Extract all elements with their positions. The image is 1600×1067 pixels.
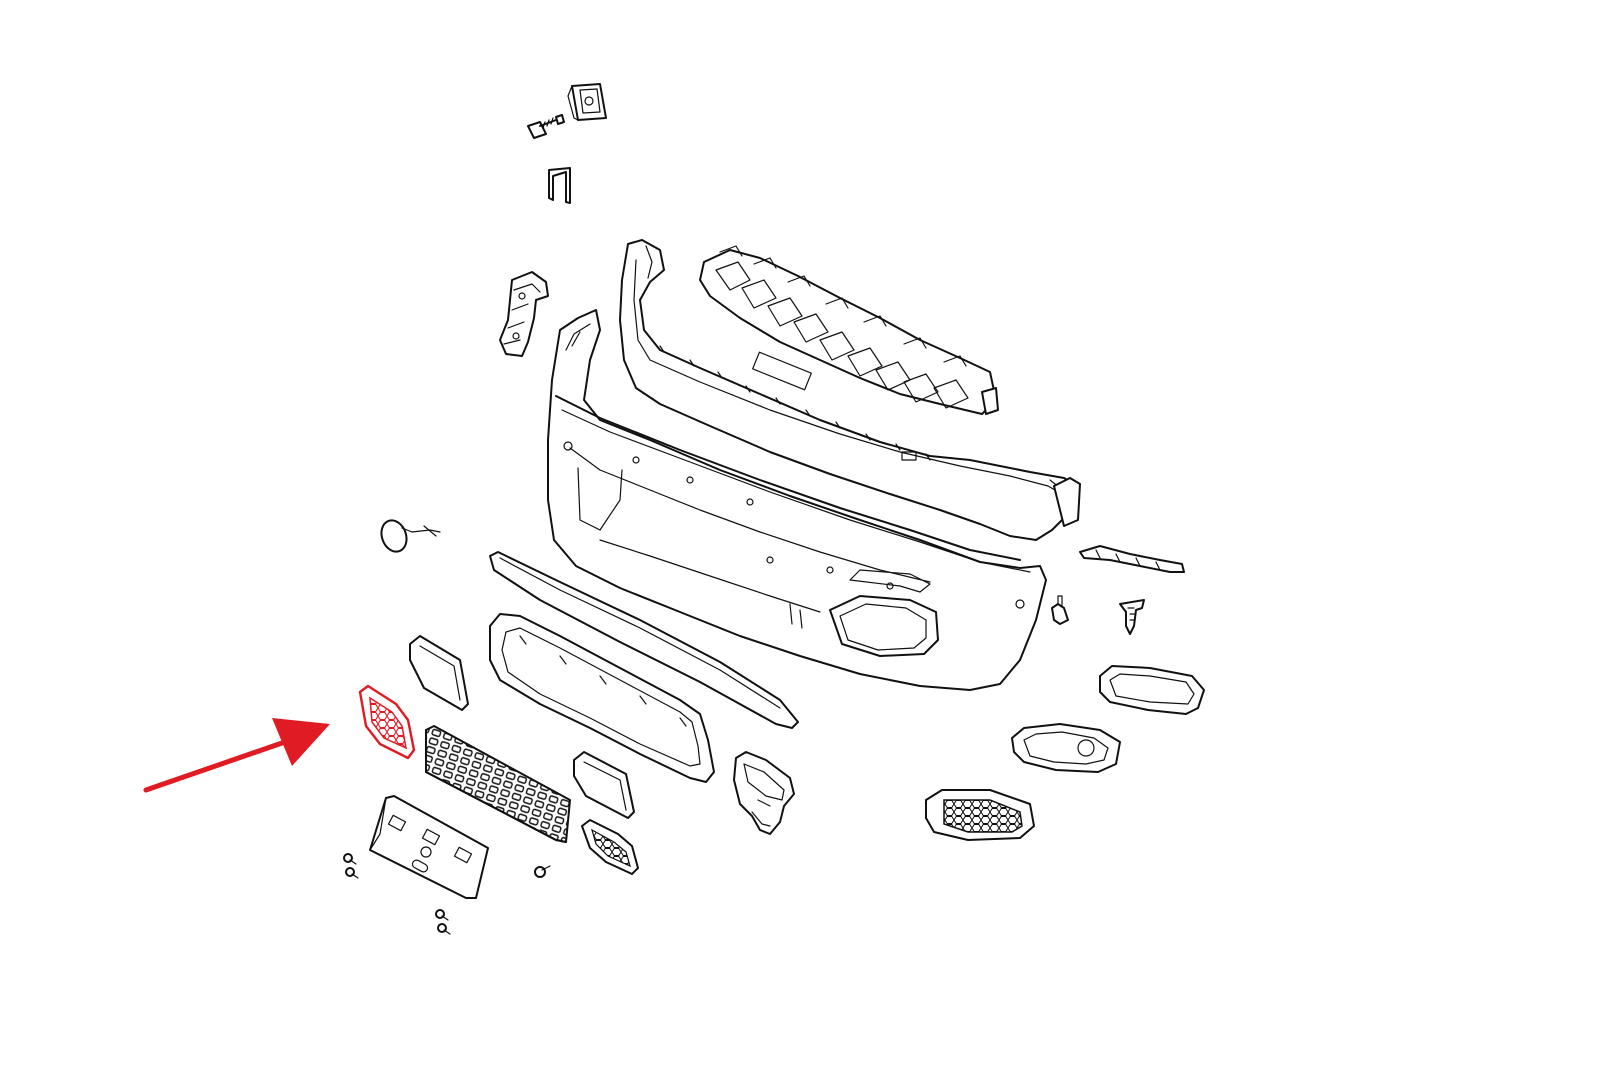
screw bbox=[437, 923, 451, 935]
side-retainer-bracket bbox=[1079, 545, 1185, 573]
upper-fascia-reinforcement bbox=[619, 239, 1081, 541]
lower-grille-surround bbox=[489, 613, 715, 783]
push-pin-left bbox=[1051, 595, 1069, 625]
fog-lamp-grille-left-highlighted[interactable] bbox=[358, 684, 416, 760]
screw bbox=[343, 853, 357, 865]
center-grille-mesh bbox=[425, 725, 571, 843]
screws bbox=[343, 853, 551, 935]
lower-molding-strip bbox=[489, 551, 799, 729]
fog-lamp-bezel-right-upper bbox=[1099, 665, 1205, 715]
screw bbox=[435, 909, 449, 921]
bolt bbox=[527, 114, 565, 139]
energy-absorber bbox=[699, 245, 999, 415]
license-plate-bracket bbox=[369, 795, 489, 899]
red-arrow-pointer bbox=[143, 718, 330, 793]
screw bbox=[345, 867, 359, 879]
fog-lamp-housing-bracket bbox=[733, 751, 795, 835]
push-pin-right bbox=[1119, 599, 1145, 635]
fog-lamp-bezel-right-lower bbox=[1011, 723, 1121, 773]
fog-lamp-cover-left bbox=[409, 635, 469, 711]
retainer-clip bbox=[548, 167, 571, 204]
fog-lamp-grille-right bbox=[925, 789, 1035, 841]
front-bumper-fascia bbox=[547, 309, 1047, 691]
screw bbox=[534, 865, 551, 878]
left-bumper-bracket bbox=[499, 271, 549, 357]
tow-hook-cover bbox=[380, 519, 441, 553]
fog-lamp-grille-center bbox=[581, 819, 639, 875]
u-nut-clip bbox=[567, 83, 607, 121]
fog-lamp-cover-center bbox=[573, 751, 635, 819]
